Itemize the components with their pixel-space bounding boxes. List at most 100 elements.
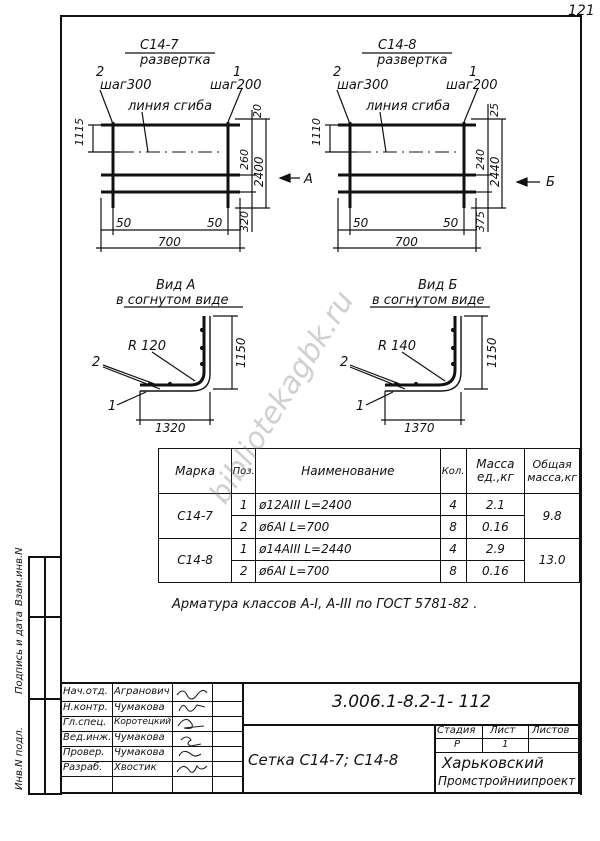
cell-pos: 2 <box>231 559 257 584</box>
stage-header: Стадия <box>437 725 476 736</box>
right-dim-b: 50 <box>443 216 459 230</box>
left-dim-b: 50 <box>207 216 223 230</box>
table-header-row: Марка Поз. Наименование Кол. Масса ед.,к… <box>157 447 580 495</box>
arrow-b-label: Б <box>546 175 555 190</box>
view-b-title: Вид Б <box>418 278 457 293</box>
cell-total: 13.0 <box>524 537 580 584</box>
header-total-mass: Общая масса,кг <box>524 447 580 495</box>
view-b-height: 1150 <box>485 337 499 368</box>
cell-pos: 2 <box>231 515 257 539</box>
header-name: Наименование <box>255 447 441 495</box>
cell-name: ø12АIII L=2400 <box>255 493 441 517</box>
cell-qty: 8 <box>439 559 467 584</box>
right-dim-mid: 240 <box>474 149 487 170</box>
specification-table: Марка Поз. Наименование Кол. Масса ед.,к… <box>157 447 580 584</box>
stage-value: Р <box>454 739 461 750</box>
left-step-300: шаг300 <box>100 78 152 93</box>
side-sign-date: Подпись и дата <box>14 611 25 694</box>
left-dim-top: 20 <box>251 104 264 118</box>
left-bend-line: линия сгиба <box>127 99 212 114</box>
view-b-subtitle: в согнутом виде <box>372 293 484 308</box>
right-dim-left: 1110 <box>310 118 323 146</box>
role: Н.контр. <box>63 702 108 713</box>
right-subtitle: развертка <box>376 53 447 68</box>
left-dim-total: 2400 <box>252 156 266 187</box>
arrow-a-label: A <box>303 172 313 187</box>
role: Вед.инж. <box>63 732 112 743</box>
side-inv-podl: Инв.N подл. <box>14 727 25 790</box>
org-line-1: Харьковский <box>442 754 544 772</box>
material-note: Арматура классов А-I, А-III по ГОСТ 5781… <box>172 597 478 612</box>
page-number: 121 <box>568 3 595 19</box>
view-a-subtitle: в согнутом виде <box>116 293 228 308</box>
title-block: 3.006.1-8.2-1- 112 Сетка С14-7; С14-8 Ст… <box>60 682 582 794</box>
left-marker-2: 2 <box>96 65 104 80</box>
signatures <box>176 689 208 773</box>
person: Агранович <box>114 686 170 697</box>
view-a-length: 1320 <box>155 421 186 435</box>
right-marker-1: 1 <box>469 65 477 80</box>
cell-name: ø6АI L=700 <box>255 559 441 584</box>
person: Коротецкий <box>114 717 172 727</box>
sheet-header: Лист <box>490 725 516 736</box>
right-marker-2: 2 <box>333 65 341 80</box>
cell-qty: 4 <box>439 493 467 517</box>
right-dim-width: 700 <box>395 235 418 249</box>
header-mark: Марка <box>157 447 233 495</box>
view-a-height: 1150 <box>234 337 248 368</box>
cell-name: ø6АI L=700 <box>255 515 441 539</box>
header-unit-mass: Масса ед.,кг <box>465 447 526 495</box>
role: Гл.спец. <box>63 717 107 728</box>
right-step-200: шаг200 <box>446 78 498 93</box>
right-dim-total: 2440 <box>488 156 502 187</box>
cell-total: 9.8 <box>524 493 580 539</box>
doc-code: 3.006.1-8.2-1- 112 <box>332 692 491 712</box>
view-a-marker-1: 1 <box>108 399 116 414</box>
person: Чумакова <box>114 702 165 713</box>
right-dim-bottom: 375 <box>474 211 487 232</box>
sheet-value: 1 <box>502 739 509 750</box>
left-title: С14-7 <box>140 38 179 53</box>
person: Хвостик <box>114 762 157 773</box>
side-strip <box>28 556 60 795</box>
view-b-marker-1: 1 <box>356 399 364 414</box>
cell-qty: 8 <box>439 515 467 539</box>
org-line-2: Промстройниипроект <box>438 774 576 788</box>
view-a-title: Вид А <box>156 278 195 293</box>
left-marker-1: 1 <box>233 65 241 80</box>
header-qty: Кол. <box>439 447 467 495</box>
table-row: 2 ø6АI L=700 8 0.16 <box>159 559 580 584</box>
right-bend-line: линия сгиба <box>365 99 450 114</box>
cell-pos: 1 <box>231 537 257 561</box>
cell-mass: 2.9 <box>465 537 526 561</box>
left-dim-mid: 260 <box>238 149 251 170</box>
right-dim-a: 50 <box>353 216 369 230</box>
cell-name: ø14АIII L=2440 <box>255 537 441 561</box>
table-row: С14-7 1 ø12АIII L=2400 4 2.1 9.8 <box>157 493 580 539</box>
table-row: С14-8 1 ø14АIII L=2440 4 2.9 13.0 <box>157 537 580 584</box>
view-a-radius: R 120 <box>128 339 166 354</box>
right-step-300: шаг300 <box>337 78 389 93</box>
view-a-marker-2: 2 <box>92 355 100 370</box>
left-dim-left: 1115 <box>73 118 86 146</box>
side-vzam: Взам.инв.N <box>14 547 25 606</box>
view-b-marker-2: 2 <box>340 355 348 370</box>
left-dim-bottom: 320 <box>238 211 251 232</box>
sheets-header: Листов <box>532 725 570 736</box>
page-frame <box>60 15 582 795</box>
role: Провер. <box>63 747 105 758</box>
drawing-title: Сетка С14-7; С14-8 <box>248 751 399 769</box>
cell-mass: 2.1 <box>465 493 526 517</box>
right-dim-top: 25 <box>488 103 501 117</box>
cell-qty: 4 <box>439 537 467 561</box>
left-dim-width: 700 <box>158 235 181 249</box>
cell-mark: С14-8 <box>157 537 233 584</box>
left-step-200: шаг200 <box>210 78 262 93</box>
person: Чумакова <box>114 732 165 743</box>
person: Чумакова <box>114 747 165 758</box>
left-subtitle: развертка <box>139 53 210 68</box>
role: Разраб. <box>63 762 103 773</box>
left-dim-a: 50 <box>116 216 132 230</box>
role: Нач.отд. <box>63 686 108 697</box>
